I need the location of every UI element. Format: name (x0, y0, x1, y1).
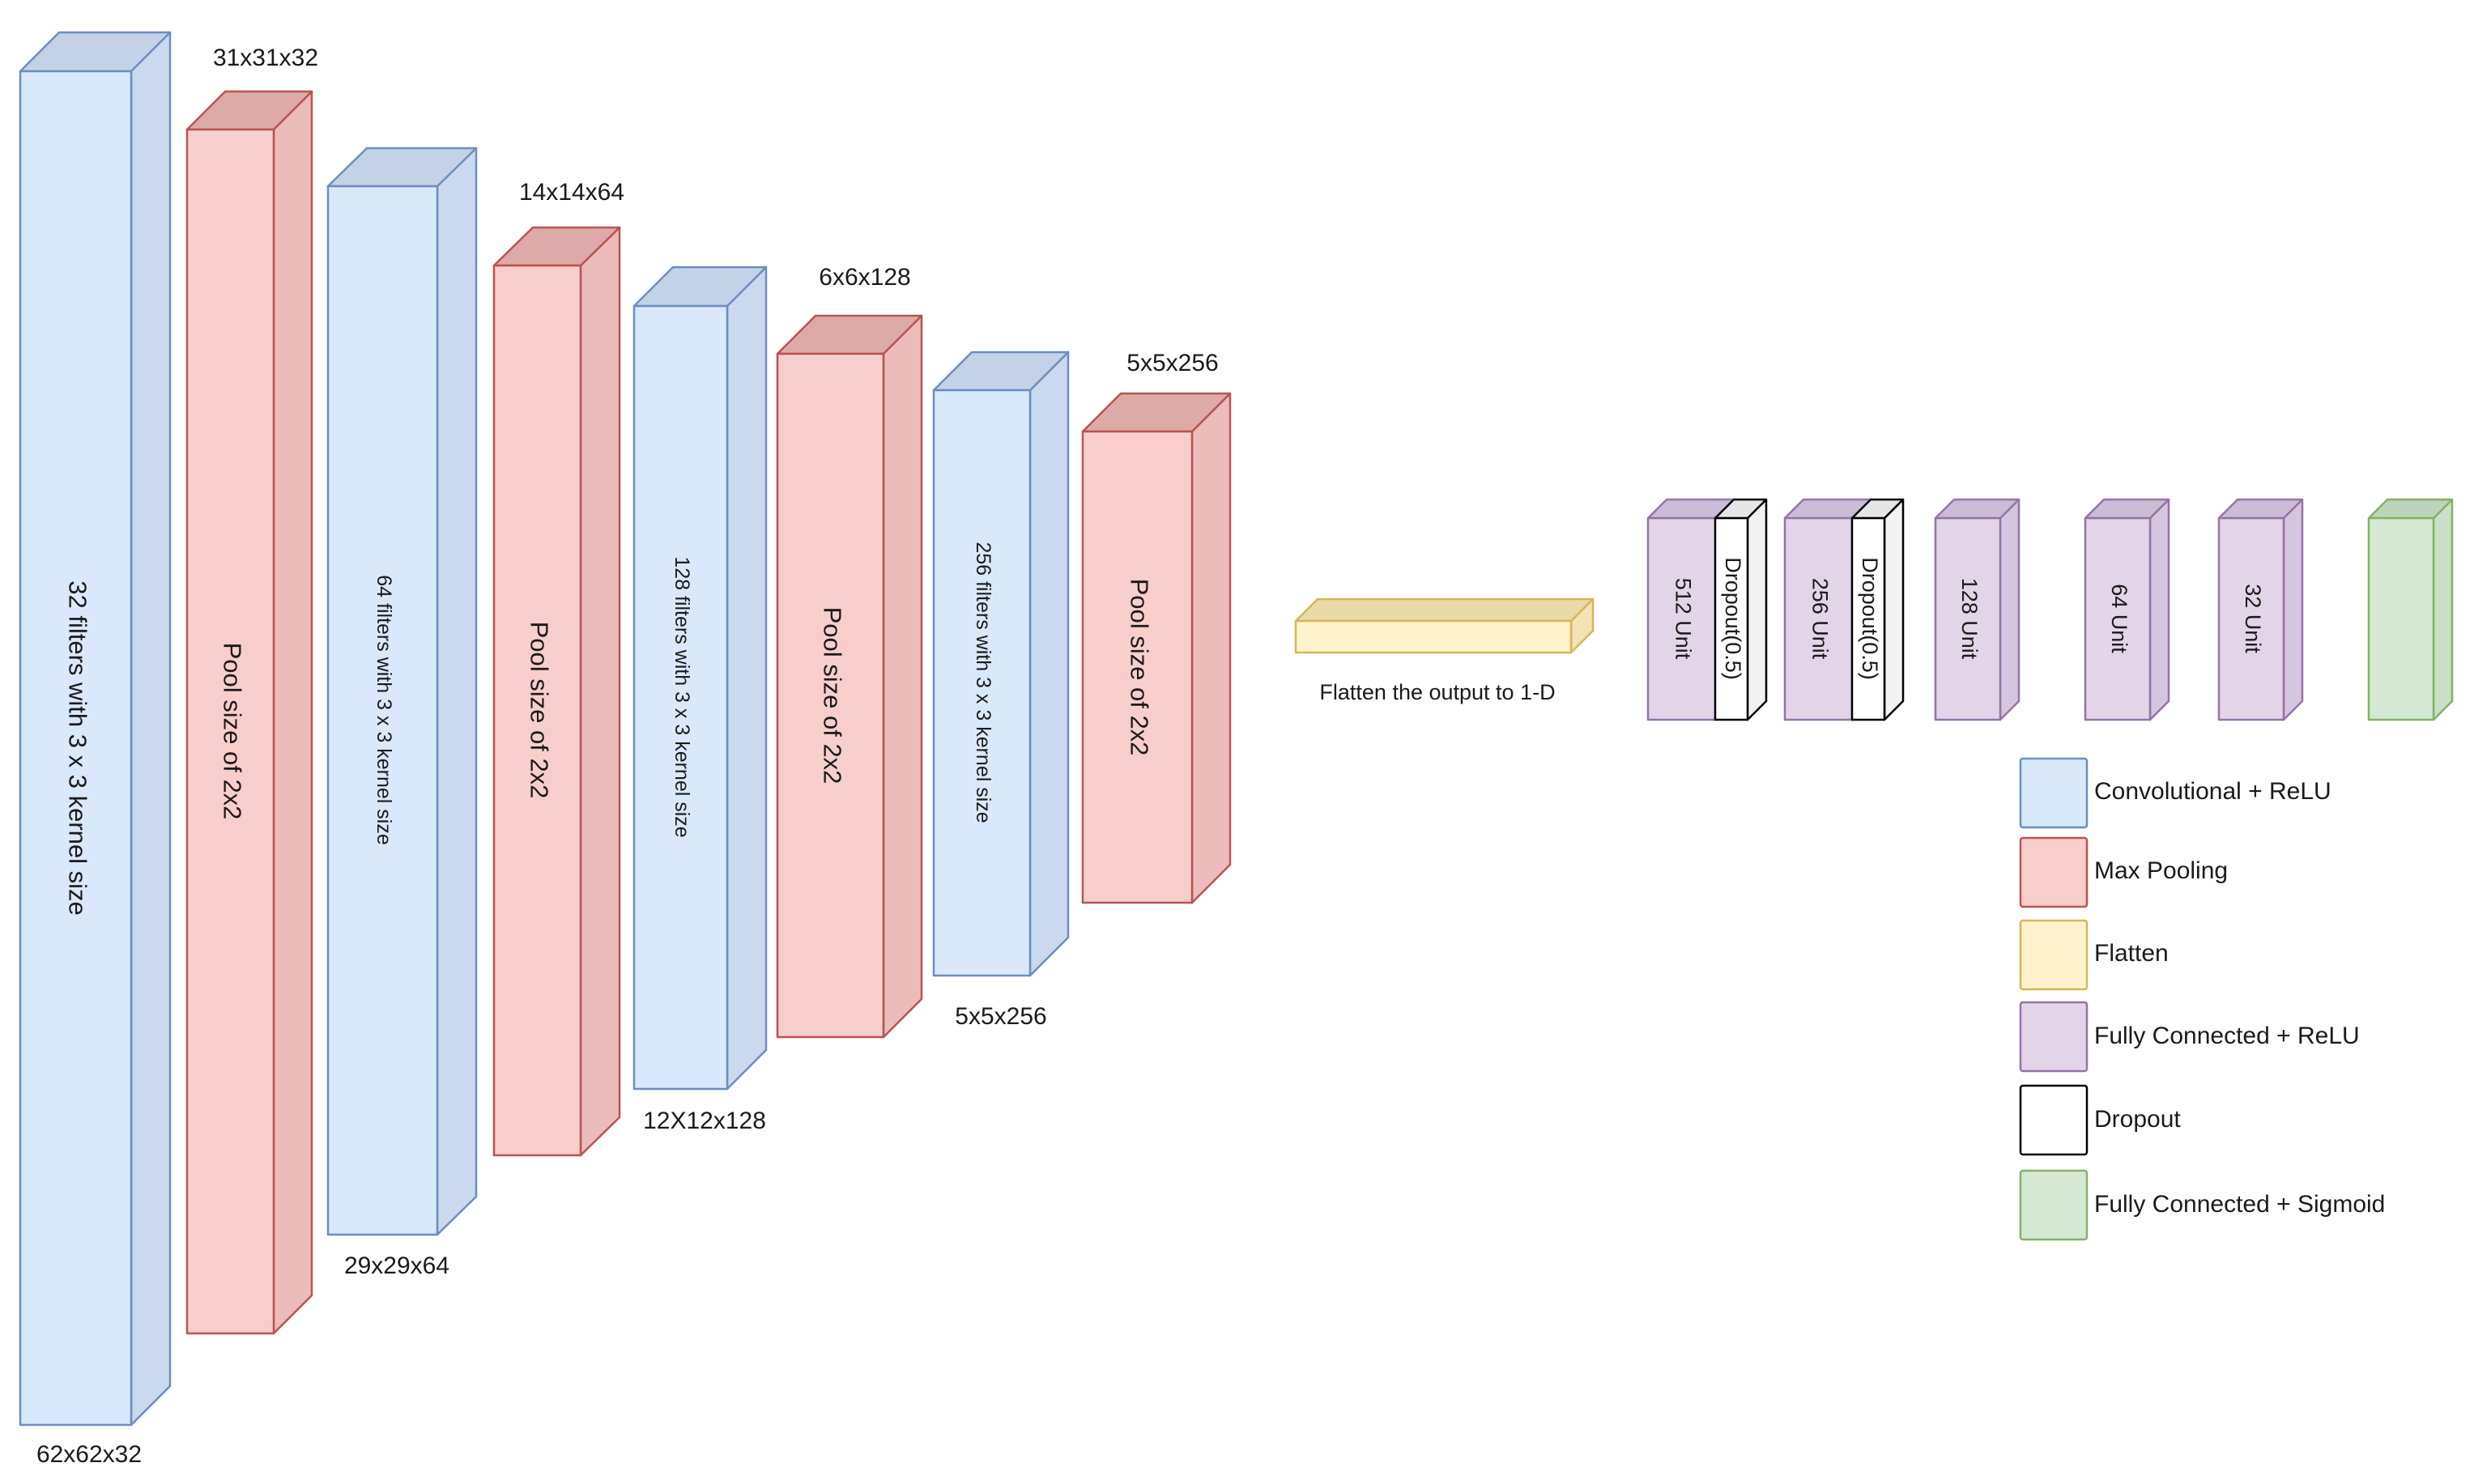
fc-layer-512-front (1646, 517, 1717, 721)
fc-sigmoid-output-front (2367, 517, 2435, 721)
dimension-label-2: 31x31x32 (213, 45, 318, 71)
fc-layer-128-side (1999, 498, 2021, 721)
legend-swatch-dropout (2019, 1084, 2089, 1156)
legend-label-conv: Convolutional + ReLU (2094, 778, 2331, 805)
block-pool-2-label: Pool size of 2x2 (525, 622, 553, 799)
block-pool-3-side (882, 314, 923, 1039)
dimension-label-8: 5x5x256 (1126, 350, 1218, 376)
legend-item-flatten: Flatten (2019, 919, 2169, 991)
fc-layer-512-label: 512 Unit (1671, 578, 1695, 660)
block-pool-3-front (776, 352, 885, 1039)
block-pool-1-front (185, 128, 275, 1335)
legend-item-conv: Convolutional + ReLU (2019, 757, 2331, 829)
legend-label-dropout: Dropout (2094, 1106, 2181, 1133)
fc-layer-32-label: 32 Unit (2241, 584, 2265, 653)
block-conv-4-front (932, 389, 1032, 977)
flatten-label: Flatten the output to 1-D (1319, 680, 1555, 704)
block-conv-1-side (130, 31, 172, 1427)
block-conv-2-front (326, 185, 439, 1236)
legend-swatch-fc-sigmoid (2019, 1169, 2089, 1241)
legend-label-fc-sigmoid: Fully Connected + Sigmoid (2094, 1191, 2385, 1218)
dimension-label-5: 12X12x128 (643, 1108, 766, 1134)
block-conv-3-label: 128 filters with 3 x 3 kernel size (671, 556, 693, 837)
fc-layer-256-front (1783, 517, 1854, 721)
legend-swatch-conv (2019, 757, 2089, 829)
fc-layer-128: 128 Unit (1934, 498, 2021, 721)
fc-layer-256-label: 256 Unit (1808, 578, 1832, 660)
flatten-layer (1294, 597, 1595, 654)
block-conv-1: 32 filters with 3 x 3 kernel size (19, 31, 172, 1427)
block-conv-4-side (1028, 351, 1070, 977)
block-pool-1: Pool size of 2x2 (185, 90, 313, 1335)
fc-layer-64-label: 64 Unit (2107, 584, 2131, 653)
fc-layer-32-side (2282, 498, 2304, 721)
block-conv-3-front (632, 304, 729, 1091)
fc-layer-32-front (2217, 517, 2285, 721)
legend-item-fc-relu: Fully Connected + ReLU (2019, 1001, 2360, 1073)
dropout-layer-1-front (1714, 517, 1749, 721)
dropout-layer-2-front (1850, 517, 1886, 721)
dimension-label-1: 62x62x32 (36, 1441, 142, 1468)
block-pool-4-label: Pool size of 2x2 (1125, 579, 1153, 756)
block-pool-3: Pool size of 2x2 (776, 314, 923, 1039)
legend-label-fc-relu: Fully Connected + ReLU (2094, 1023, 2360, 1049)
legend-item-dropout: Dropout (2019, 1084, 2181, 1156)
legend: Convolutional + ReLU Max Pooling Flatten… (2019, 757, 2385, 1241)
block-conv-1-front (19, 70, 133, 1427)
block-pool-4-front (1081, 430, 1194, 904)
dropout-layer-2-side (1883, 498, 1905, 721)
legend-swatch-pool (2019, 836, 2089, 908)
dropout-layer-2-label: Dropout(0.5) (1858, 557, 1882, 680)
block-pool-4: Pool size of 2x2 (1081, 392, 1232, 904)
block-conv-4-label: 256 filters with 3 x 3 kernel size (972, 542, 994, 823)
legend-item-fc-sigmoid: Fully Connected + Sigmoid (2019, 1169, 2385, 1241)
block-pool-4-side (1190, 392, 1232, 904)
fc-layer-64: 64 Unit (2084, 498, 2170, 721)
block-pool-1-label: Pool size of 2x2 (218, 643, 246, 820)
fc-sigmoid-output-side (2432, 498, 2454, 721)
legend-label-flatten: Flatten (2094, 940, 2169, 967)
dropout-layer-1-label: Dropout(0.5) (1721, 557, 1745, 680)
fc-sigmoid-output (2367, 498, 2454, 721)
dimension-label-3: 29x29x64 (344, 1252, 449, 1279)
flatten-layer-top (1294, 597, 1595, 623)
fc-layer-64-front (2084, 517, 2152, 721)
block-conv-1-label: 32 filters with 3 x 3 kernel size (63, 580, 92, 916)
legend-label-pool: Max Pooling (2094, 857, 2228, 884)
legend-item-pool: Max Pooling (2019, 836, 2228, 908)
legend-swatch-flatten (2019, 919, 2089, 991)
block-conv-3: 128 filters with 3 x 3 kernel size (632, 266, 768, 1091)
legend-swatch-fc-relu (2019, 1001, 2089, 1073)
fc-layer-128-label: 128 Unit (1957, 578, 1982, 660)
block-conv-2-side (436, 147, 478, 1236)
block-conv-2-label: 64 filters with 3 x 3 kernel size (373, 575, 395, 844)
dimension-label-6: 6x6x128 (819, 264, 910, 291)
dimension-label-4: 14x14x64 (519, 179, 624, 206)
flatten-layer-front (1294, 619, 1573, 654)
fc-layer-32: 32 Unit (2217, 498, 2304, 721)
fc-layer-128-front (1934, 517, 2002, 721)
dropout-layer-2: Dropout(0.5) (1850, 498, 1905, 721)
block-conv-3-side (726, 266, 768, 1091)
block-pool-3-label: Pool size of 2x2 (818, 607, 846, 785)
block-pool-1-side (272, 90, 313, 1335)
block-pool-2-side (579, 226, 621, 1157)
block-conv-2: 64 filters with 3 x 3 kernel size (326, 147, 478, 1236)
block-pool-2: Pool size of 2x2 (492, 226, 621, 1157)
block-conv-4: 256 filters with 3 x 3 kernel size (932, 351, 1070, 977)
dropout-layer-1: Dropout(0.5) (1714, 498, 1768, 721)
fc-layer-64-side (2148, 498, 2170, 721)
dropout-layer-1-side (1746, 498, 1768, 721)
block-pool-2-front (492, 264, 582, 1157)
dimension-label-7: 5x5x256 (955, 1003, 1046, 1030)
